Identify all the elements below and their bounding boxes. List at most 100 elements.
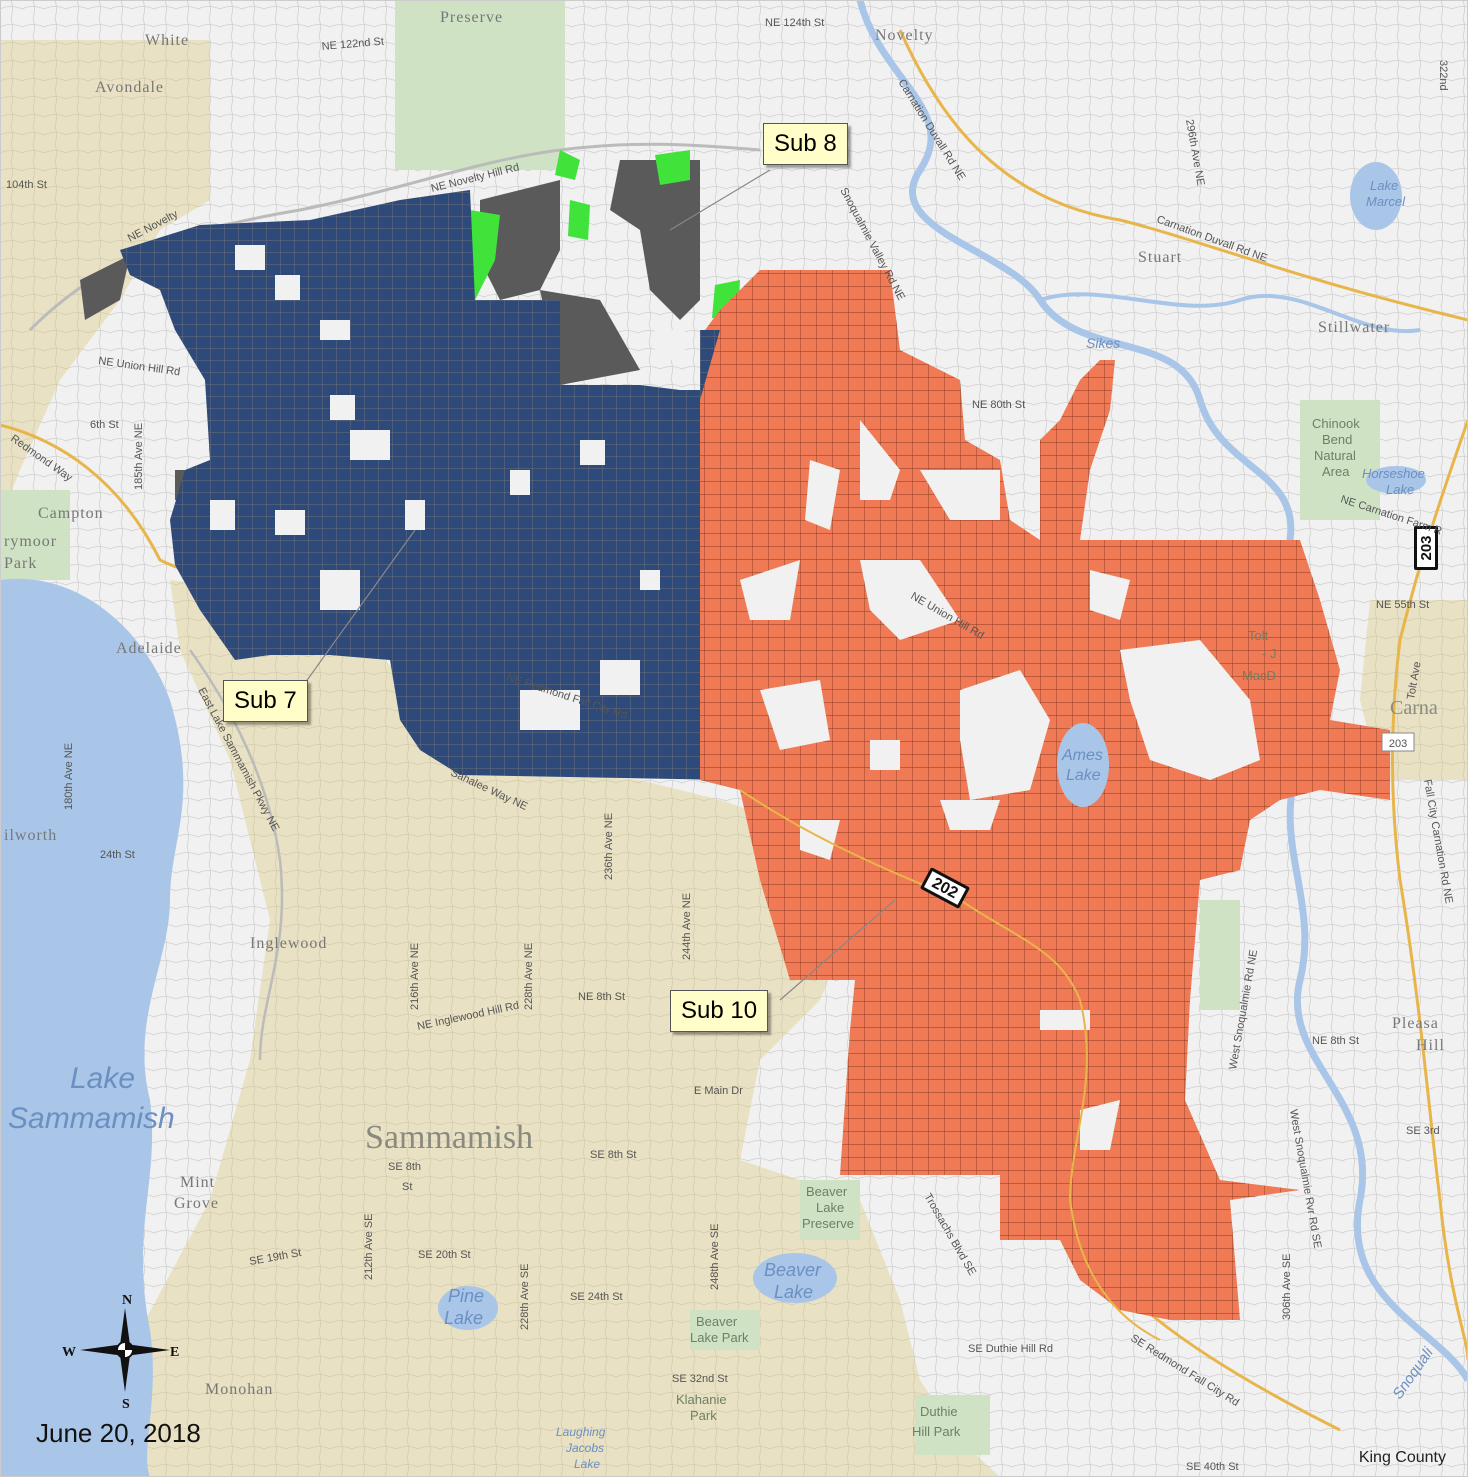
place-label-novelty: Novelty — [875, 27, 934, 44]
sub10-callout: Sub 10 — [670, 990, 769, 1032]
sub10-gaps — [740, 420, 1260, 1150]
water-label-ames-2: Lake — [1066, 767, 1101, 784]
road-label-se-40th: SE 40th St — [1186, 1461, 1239, 1473]
road-label-228th-se: 228th Ave SE — [519, 1264, 531, 1330]
place-label-stillwater: Stillwater — [1318, 319, 1390, 336]
place-label-adelaide: Adelaide — [116, 640, 182, 657]
place-label-campton: Campton — [38, 505, 104, 522]
road-label-se-24th: SE 24th St — [570, 1291, 623, 1303]
road-label-306th: 306th Ave SE — [1281, 1254, 1293, 1320]
west-snoqualmie-park — [1200, 900, 1240, 1010]
road-label-se-20th: SE 20th St — [418, 1249, 471, 1261]
sub8-grey-parcels — [480, 180, 560, 300]
road-label-216th: 216th Ave NE — [409, 943, 421, 1010]
water-label-lake-sammamish-1: Lake — [70, 1062, 135, 1095]
sub8-leader-line — [669, 169, 771, 231]
beaver-lake-preserve-park — [800, 1180, 860, 1240]
sub7-callout-label: Sub 7 — [234, 687, 297, 714]
park-label-duthie-1: Duthie — [920, 1404, 958, 1419]
place-label-pleasant: Pleasa — [1392, 1015, 1439, 1032]
water-label-sikes: Sikes — [1086, 335, 1120, 351]
place-label-ilworth: ilworth — [4, 827, 57, 844]
place-label-grove: Grove — [174, 1195, 219, 1212]
park-label-chinook-3: Natural — [1314, 448, 1356, 463]
road-label-ne-80th: NE 80th St — [972, 399, 1025, 411]
sammamish-city-area-south — [130, 580, 1000, 1477]
road-label-ne-8th-east: NE 8th St — [1312, 1035, 1359, 1047]
road-label-se-duthie: SE Duthie Hill Rd — [968, 1343, 1053, 1355]
water-label-ames-1: Ames — [1061, 747, 1103, 764]
road-label-e-main: E Main Dr — [694, 1085, 743, 1097]
road-label-236th: 236th Ave NE — [603, 813, 615, 880]
road-label-ne-55th: NE 55th St — [1376, 599, 1429, 611]
place-label-avondale: Avondale — [95, 79, 164, 96]
sub8-district — [80, 150, 740, 500]
route-202-overlay — [739, 789, 1161, 1341]
sub7-gaps — [210, 245, 685, 730]
route-203-label-small: 203 — [1389, 738, 1407, 750]
beaver-lake-park — [690, 1310, 760, 1350]
place-label-monohan: Monohan — [205, 1381, 273, 1398]
place-label-marymoor-park: Park — [4, 555, 37, 572]
park-label-laughing-2: Jacobs — [565, 1441, 604, 1455]
place-label-inglewood: Inglewood — [250, 935, 327, 952]
lake-sammamish — [0, 578, 184, 1477]
road-label-248th-se: 248th Ave SE — [709, 1224, 721, 1290]
park-label-chinook-4: Area — [1322, 464, 1350, 479]
road-label-se-8th-1: SE 8th — [388, 1161, 421, 1173]
novelty-preserve-park — [395, 0, 565, 170]
sub8-callout-label: Sub 8 — [774, 130, 837, 157]
park-label-duthie-2: Hill Park — [912, 1424, 961, 1439]
park-label-chinook-2: Bend — [1322, 432, 1352, 447]
water-label-beaver-1: Beaver — [764, 1260, 822, 1280]
road-label-se-8th-2: St — [402, 1181, 412, 1193]
ames-lake — [1057, 723, 1109, 807]
road-label-212th-se: 212th Ave SE — [363, 1214, 375, 1280]
route-203-label: 203 — [1418, 535, 1435, 560]
place-label-mint: Mint — [180, 1174, 215, 1191]
sub7-leader-line — [299, 529, 416, 691]
duthie-hill-park — [915, 1395, 990, 1455]
beaver-lake — [753, 1253, 837, 1303]
svg-text:W: W — [62, 1345, 76, 1360]
road-label-ne-124th: NE 124th St — [765, 17, 824, 29]
road-label-6th-st: 6th St — [90, 419, 119, 431]
sub8-green-parcels — [568, 200, 590, 240]
sub7-callout: Sub 7 — [223, 680, 308, 722]
road-label-se-3rd: SE 3rd — [1406, 1125, 1440, 1137]
road-label-185th: 185th Ave NE — [133, 423, 145, 490]
water-label-pine-2: Lake — [444, 1308, 483, 1328]
place-label-white: White — [145, 32, 189, 49]
water-label-horseshoe-1: Horseshoe — [1362, 466, 1425, 481]
compass-rose-icon: N S W E — [62, 1293, 179, 1410]
water-label-beaver-2: Lake — [774, 1282, 813, 1302]
sub10-leader-line — [779, 899, 896, 1001]
map-attribution: King County — [1358, 1449, 1446, 1466]
road-label-104th: 104th St — [6, 179, 47, 191]
park-label-beaver-park-2: Lake Park — [690, 1330, 749, 1345]
sub8-green-parcels — [655, 150, 690, 185]
svg-text:N: N — [122, 1293, 132, 1308]
park-label-klahanie-1: Klahanie — [676, 1392, 727, 1407]
park-label-laughing-3: Lake — [574, 1457, 600, 1471]
sub8-grey-parcels — [610, 160, 700, 320]
park-label-chinook-1: Chinook — [1312, 416, 1360, 431]
road-label-ne-8th: NE 8th St — [578, 991, 625, 1003]
sub10-district — [700, 270, 1390, 1320]
place-label-stuart: Stuart — [1138, 249, 1182, 266]
road-label-228th: 228th Ave NE — [523, 943, 535, 1010]
sub8-grey-parcels — [80, 255, 130, 320]
snoqualmie-river-branch — [1039, 292, 1421, 334]
park-label-beaver-park-1: Beaver — [696, 1314, 738, 1329]
park-label-laughing-1: Laughing — [556, 1425, 606, 1439]
road-label-180th: 180th Ave NE — [63, 743, 75, 810]
road-label-24th-st: 24th St — [100, 849, 135, 861]
park-label-tolt: Tolt — [1248, 628, 1269, 643]
water-label-pine-1: Pine — [448, 1286, 484, 1306]
park-label-beaver-preserve-1: Beaver — [806, 1184, 848, 1199]
place-label-hill: Hill — [1416, 1037, 1445, 1054]
park-label-beaver-preserve-2: Lake — [816, 1200, 844, 1215]
place-label-carnation: Carna — [1390, 697, 1438, 719]
